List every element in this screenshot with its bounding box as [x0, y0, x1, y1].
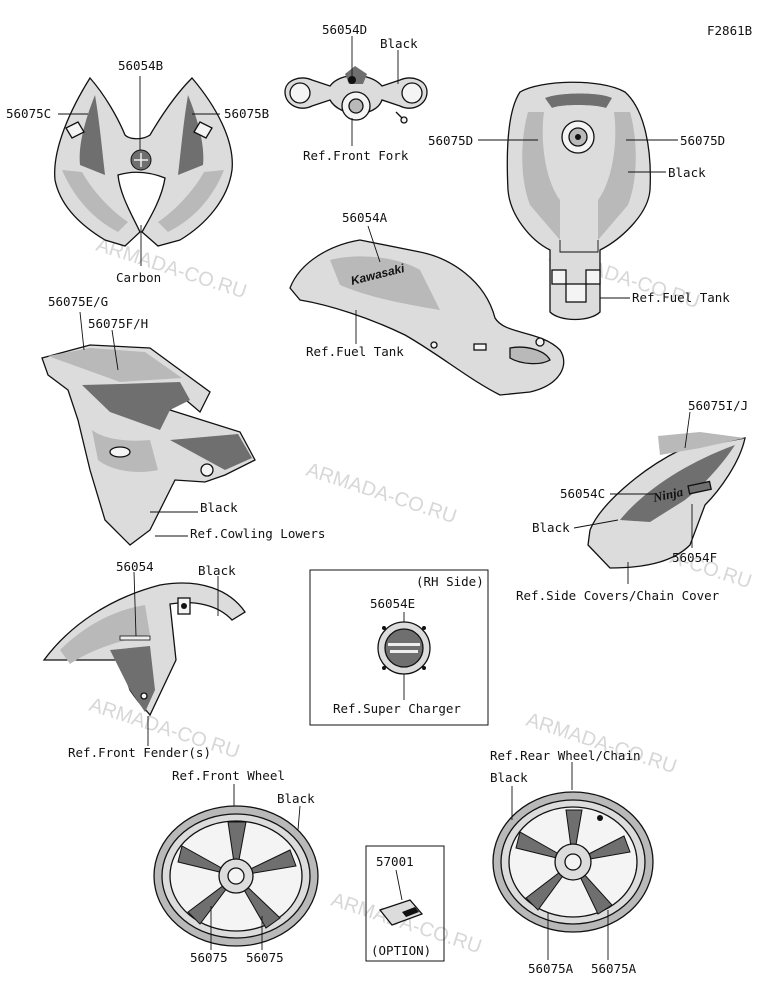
front-fender-drawing: [42, 582, 246, 717]
watermark: ARMADA-CO.RU: [303, 459, 459, 528]
leader-lines-clamp: [351, 36, 399, 146]
label-56054a: 56054A: [342, 210, 388, 225]
watermark: ARMADA-CO.RU: [523, 709, 679, 778]
label-ref-fuel-tank: Ref.Fuel Tank: [306, 344, 404, 359]
ninja-decal: Ninja: [651, 484, 685, 505]
label-ref-front-wheel: Ref.Front Wheel: [172, 768, 285, 783]
label-ref-front-fork: Ref.Front Fork: [303, 148, 409, 163]
label-ref-fuel-tank-right: Ref.Fuel Tank: [632, 290, 730, 305]
label-ref-super-charger: Ref.Super Charger: [333, 701, 461, 716]
label-57001: 57001: [376, 854, 414, 869]
label-black-fork: Black: [380, 36, 418, 51]
label-black-cowl: Black: [200, 500, 238, 515]
label-black-rear-wheel: Black: [490, 770, 528, 785]
leader-lines-cowling: [79, 311, 198, 537]
front-wheel-drawing: [153, 805, 319, 947]
label-56054b: 56054B: [118, 58, 163, 73]
label-ref-rear-wheel: Ref.Rear Wheel/Chain: [490, 748, 641, 763]
label-56075e-g: 56075E/G: [48, 294, 108, 309]
label-56054c: 56054C: [560, 486, 605, 501]
super-charger-box: [309, 569, 489, 726]
label-black-side: Black: [532, 520, 570, 535]
label-56075c: 56075C: [6, 106, 51, 121]
fuel-tank-drawing: [506, 81, 651, 321]
super-charger-drawing: [377, 621, 431, 675]
leader-lines-front-wheel: [210, 784, 301, 950]
leader-lines-tank: [478, 139, 678, 299]
leader-lines-rear-wheel: [511, 762, 609, 960]
label-56054d: 56054D: [322, 22, 367, 37]
label-carbon: Carbon: [116, 270, 161, 285]
label-56075a-left: 56075A: [528, 961, 574, 976]
leader-lines-tank-cover: [355, 225, 381, 344]
tank-cover-drawing: Kawasaki: [289, 239, 565, 396]
label-56075-left: 56075: [190, 950, 228, 965]
label-56054: 56054: [116, 559, 154, 574]
watermark: ARMADA-CO.RU: [93, 234, 249, 303]
label-ref-front-fender: Ref.Front Fender(s): [68, 745, 211, 760]
label-56075d-right: 56075D: [680, 133, 725, 148]
option-sticker-drawing: [378, 899, 424, 926]
side-cover-drawing: Ninja: [587, 432, 746, 569]
figure-code: F2861B: [707, 23, 752, 38]
label-option: (OPTION): [371, 943, 431, 958]
leader-lines-side-cover: [573, 411, 693, 584]
label-black-tank: Black: [668, 165, 706, 180]
label-56075b: 56075B: [224, 106, 269, 121]
label-56075-right: 56075: [246, 950, 284, 965]
label-56075i-j: 56075I/J: [688, 398, 748, 413]
label-ref-side-covers: Ref.Side Covers/Chain Cover: [516, 588, 720, 603]
leader-lines-fender: [133, 571, 219, 746]
upper-cowl-drawing: [54, 76, 233, 247]
label-56075f-h: 56075F/H: [88, 316, 148, 331]
label-56075a-right: 56075A: [591, 961, 637, 976]
top-clamp-drawing: [284, 66, 428, 124]
leader-lines-cowl: [58, 76, 220, 266]
label-56075d-left: 56075D: [428, 133, 473, 148]
label-black-fender: Black: [198, 563, 236, 578]
cowling-lower-drawing: [41, 344, 256, 546]
rear-wheel-drawing: [492, 791, 654, 933]
label-56054f: 56054F: [672, 550, 717, 565]
label-rh-side: (RH Side): [416, 574, 484, 589]
label-black-front-wheel: Black: [277, 791, 315, 806]
label-56054e: 56054E: [370, 596, 415, 611]
label-ref-cowling-lowers: Ref.Cowling Lowers: [190, 526, 325, 541]
option-box: [365, 845, 445, 962]
